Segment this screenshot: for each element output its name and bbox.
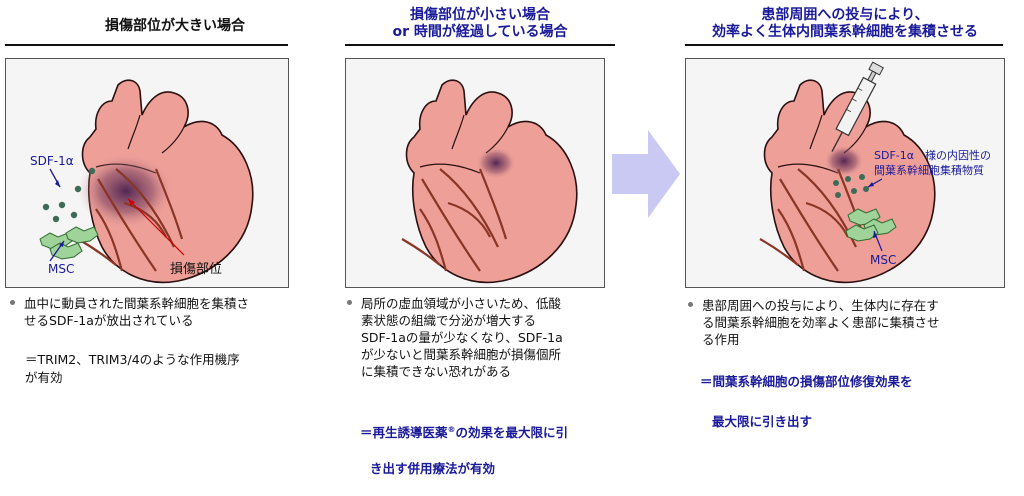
bullet-dot	[347, 300, 352, 305]
bullet-text: 患部周囲への投与により、生体内に存在す る間葉系幹細胞を効率よく患部に集積させ …	[702, 298, 940, 347]
sdf-dots	[833, 174, 869, 198]
injury-zone	[824, 145, 864, 177]
sdf-like-label: SDF-1α 様の内因性の	[874, 148, 991, 162]
heading-small-injury: 損傷部位が小さい場合 or 時間が経過している場合	[392, 7, 568, 40]
note-line-2: 最大限に引き出す	[712, 414, 813, 429]
bullet-large-injury: 血中に動員された間葉系幹細胞を集積さ せるSDF-1aが放出されている	[10, 295, 300, 329]
bullet-text: 局所の虚血領域が小さいため、低酸 素状態の組織で分泌が増大する SDF-1aの量…	[361, 296, 563, 379]
injury-zone	[78, 153, 174, 229]
note-small-injury: ＝再生誘導医薬®の効果を最大限に引 き出す併用療法が有効	[360, 403, 620, 496]
injury-zone	[476, 147, 516, 179]
heading-large-injury: 損傷部位が大きい場合	[105, 18, 245, 34]
heart-large-injury-figure: SDF-1α MSC 損傷部位	[30, 79, 254, 284]
heart-small-injury-figure	[401, 79, 578, 284]
coronary-vessels	[77, 168, 184, 272]
heart-icon	[405, 79, 578, 284]
msc-cells	[845, 208, 897, 242]
note-line-1: ＝再生誘導医薬®の効果を最大限に引	[360, 425, 569, 441]
injury-pointer-arrow	[127, 198, 185, 256]
sdf-dots	[42, 167, 96, 223]
syringe-icon	[831, 61, 884, 152]
sdf-label: SDF-1α	[30, 154, 74, 168]
panel-large-injury: SDF-1α MSC 損傷部位	[5, 58, 289, 288]
msc-label: MSC	[870, 253, 896, 267]
panel-small-injury	[345, 58, 605, 288]
heading-rule	[345, 44, 615, 46]
bullet-small-injury: 局所の虚血領域が小さいため、低酸 素状態の組織で分泌が増大する SDF-1aの量…	[347, 295, 617, 380]
panel-local-administration: SDF-1α 様の内因性の 間葉系幹細胞集積物質 MSC	[685, 58, 1005, 288]
heart-injection-figure: SDF-1α 様の内因性の 間葉系幹細胞集積物質 MSC	[759, 61, 991, 284]
sdf-like-label-line2: 間葉系幹細胞集積物質	[874, 163, 984, 177]
injury-site-label: 損傷部位	[170, 262, 222, 277]
note-line-1: ＝間葉系幹細胞の損傷部位修復効果を	[700, 374, 913, 389]
msc-cells	[39, 226, 99, 260]
heading-local-administration: 患部周囲への投与により、 効率よく生体内間葉系幹細胞を集積させる	[712, 7, 978, 40]
msc-label: MSC	[48, 262, 74, 276]
bullet-text: 血中に動員された間葉系幹細胞を集積さ せるSDF-1aが放出されている	[24, 296, 250, 328]
progression-arrow	[612, 130, 680, 218]
note-large-injury: ＝TRIM2、TRIM3/4のような作用機序 が有効	[25, 352, 240, 385]
note-line-2: き出す併用療法が有効	[370, 461, 496, 477]
heading-rule	[685, 44, 1003, 46]
bullet-dot	[10, 300, 15, 305]
note-local-administration: ＝間葉系幹細胞の損傷部位修復効果を 最大限に引き出す	[700, 355, 1000, 449]
coronary-vessels	[401, 168, 508, 272]
bullet-dot	[688, 302, 693, 307]
heading-rule	[5, 44, 288, 46]
bullet-local-administration: 患部周囲への投与により、生体内に存在す る間葉系幹細胞を効率よく患部に集積させ …	[688, 297, 998, 348]
